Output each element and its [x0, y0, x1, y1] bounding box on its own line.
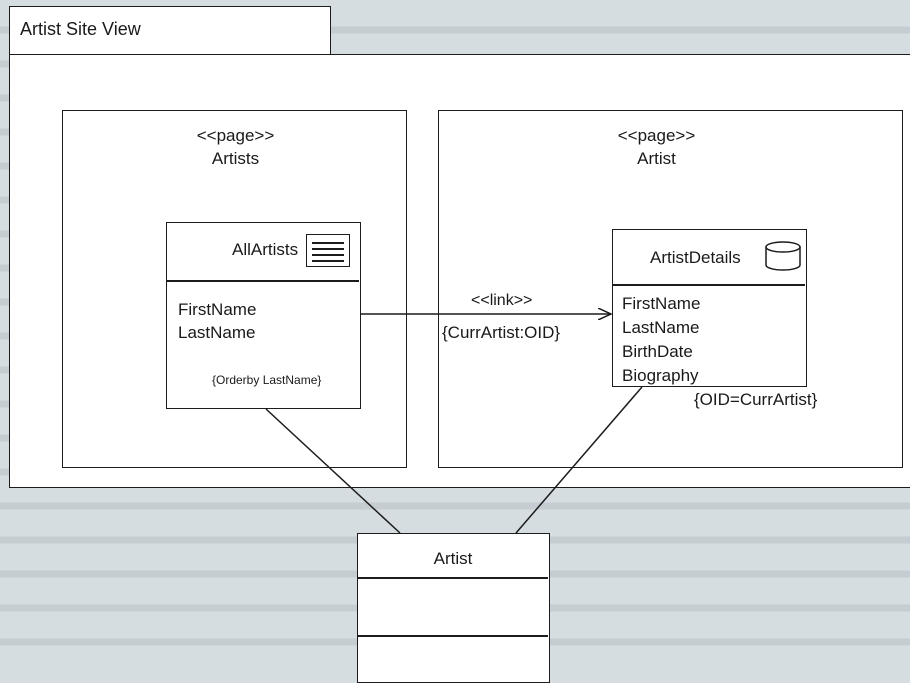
entity-connector-right: [515, 386, 643, 534]
unit-all-artists-attr-1: FirstName: [178, 300, 257, 319]
entity-artist-divider-1: [358, 577, 548, 579]
site-view-tab: Artist Site View: [9, 6, 331, 56]
unit-artist-details-attr-1: FirstName: [622, 294, 701, 313]
unit-artist-details-note: {OID=CurrArtist}: [694, 390, 818, 409]
site-view-title: Artist Site View: [20, 19, 141, 39]
unit-all-artists-title: AllArtists: [232, 240, 299, 259]
unit-artist-details-attr-4: Biography: [622, 366, 699, 385]
entity-connector-left: [265, 408, 401, 534]
unit-all-artists-note: {Orderby LastName}: [212, 373, 322, 387]
unit-artist-details-attr-3: BirthDate: [622, 342, 693, 361]
page-artists-title: Artists: [211, 149, 260, 168]
unit-artist-details: ArtistDetails FirstName LastName BirthDa…: [612, 229, 807, 387]
page-artist-title: Artist: [637, 149, 676, 168]
connectors: [265, 0, 643, 534]
entity-artist: Artist: [357, 533, 550, 683]
page-artists-stereotype: <<page>>: [196, 126, 275, 145]
database-cylinder-icon: [765, 241, 801, 271]
unit-all-artists-attr-2: LastName: [178, 323, 256, 342]
index-list-icon: [306, 234, 350, 267]
unit-artist-details-divider: [613, 284, 805, 286]
page-artist-stereotype: <<page>>: [617, 126, 696, 145]
unit-all-artists: AllArtists FirstName LastName {Orderby L…: [166, 222, 361, 409]
link-parameter: {CurrArtist:OID}: [442, 323, 561, 342]
entity-artist-divider-2: [358, 635, 548, 637]
unit-all-artists-divider: [167, 280, 359, 282]
unit-artist-details-attr-2: LastName: [622, 318, 700, 337]
link-stereotype: <<link>>: [471, 292, 533, 309]
unit-artist-details-title: ArtistDetails: [650, 248, 741, 267]
entity-artist-title: Artist: [433, 549, 473, 568]
